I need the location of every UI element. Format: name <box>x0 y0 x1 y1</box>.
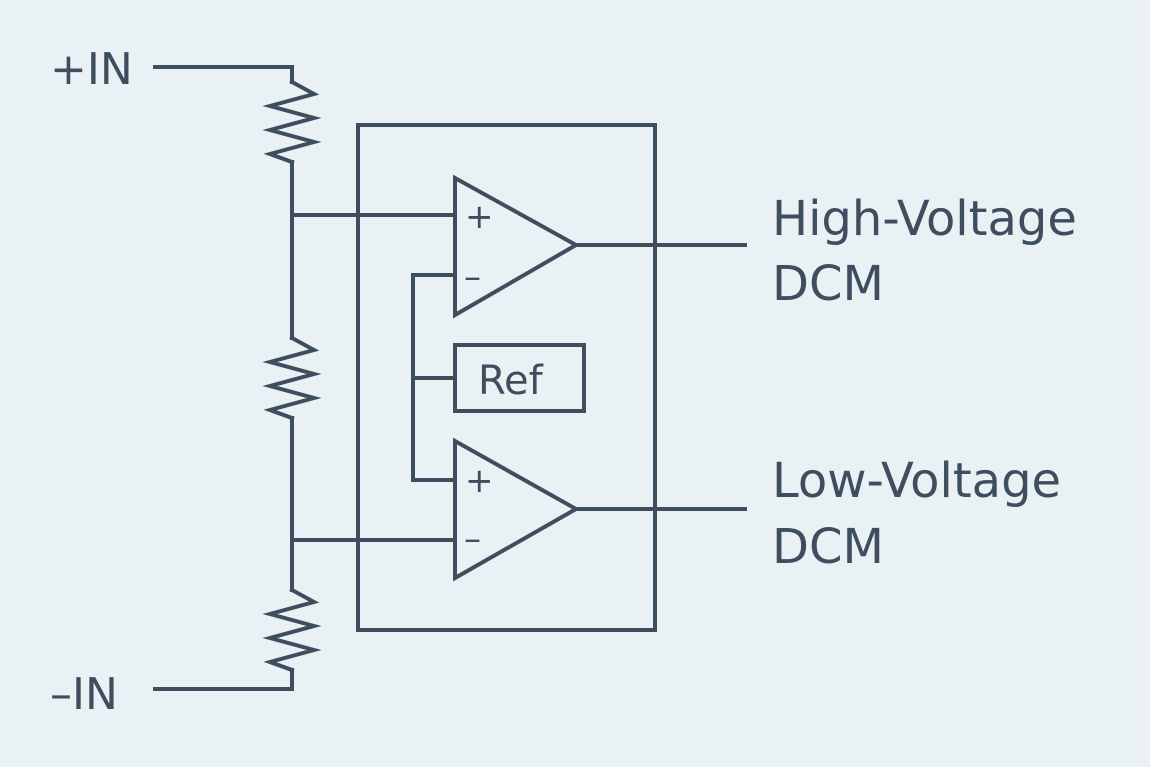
positive-input-wire <box>153 65 294 84</box>
resistor-middle <box>262 335 322 421</box>
positive-input-label: +IN <box>50 44 133 95</box>
comparator-high-minus-sign: – <box>464 257 481 297</box>
negative-input-wire <box>153 668 294 691</box>
comparator-high-plus-sign: + <box>465 197 494 237</box>
comparator-low <box>453 437 581 582</box>
low-voltage-output-label-line2: DCM <box>772 519 884 575</box>
module-box <box>356 123 657 632</box>
resistor-bottom <box>262 587 322 673</box>
comparator-low-plus-sign: + <box>465 461 494 501</box>
low-voltage-output-label: Low-Voltage <box>772 453 1061 509</box>
high-voltage-output-label: High-Voltage <box>772 191 1077 247</box>
comparator-high <box>453 174 581 319</box>
high-voltage-output-label-line2: DCM <box>772 256 884 312</box>
negative-input-label: –IN <box>50 669 118 720</box>
resistor-top <box>262 79 322 165</box>
reference-label: Ref <box>478 358 544 404</box>
comparator-low-minus-sign: – <box>464 519 481 559</box>
